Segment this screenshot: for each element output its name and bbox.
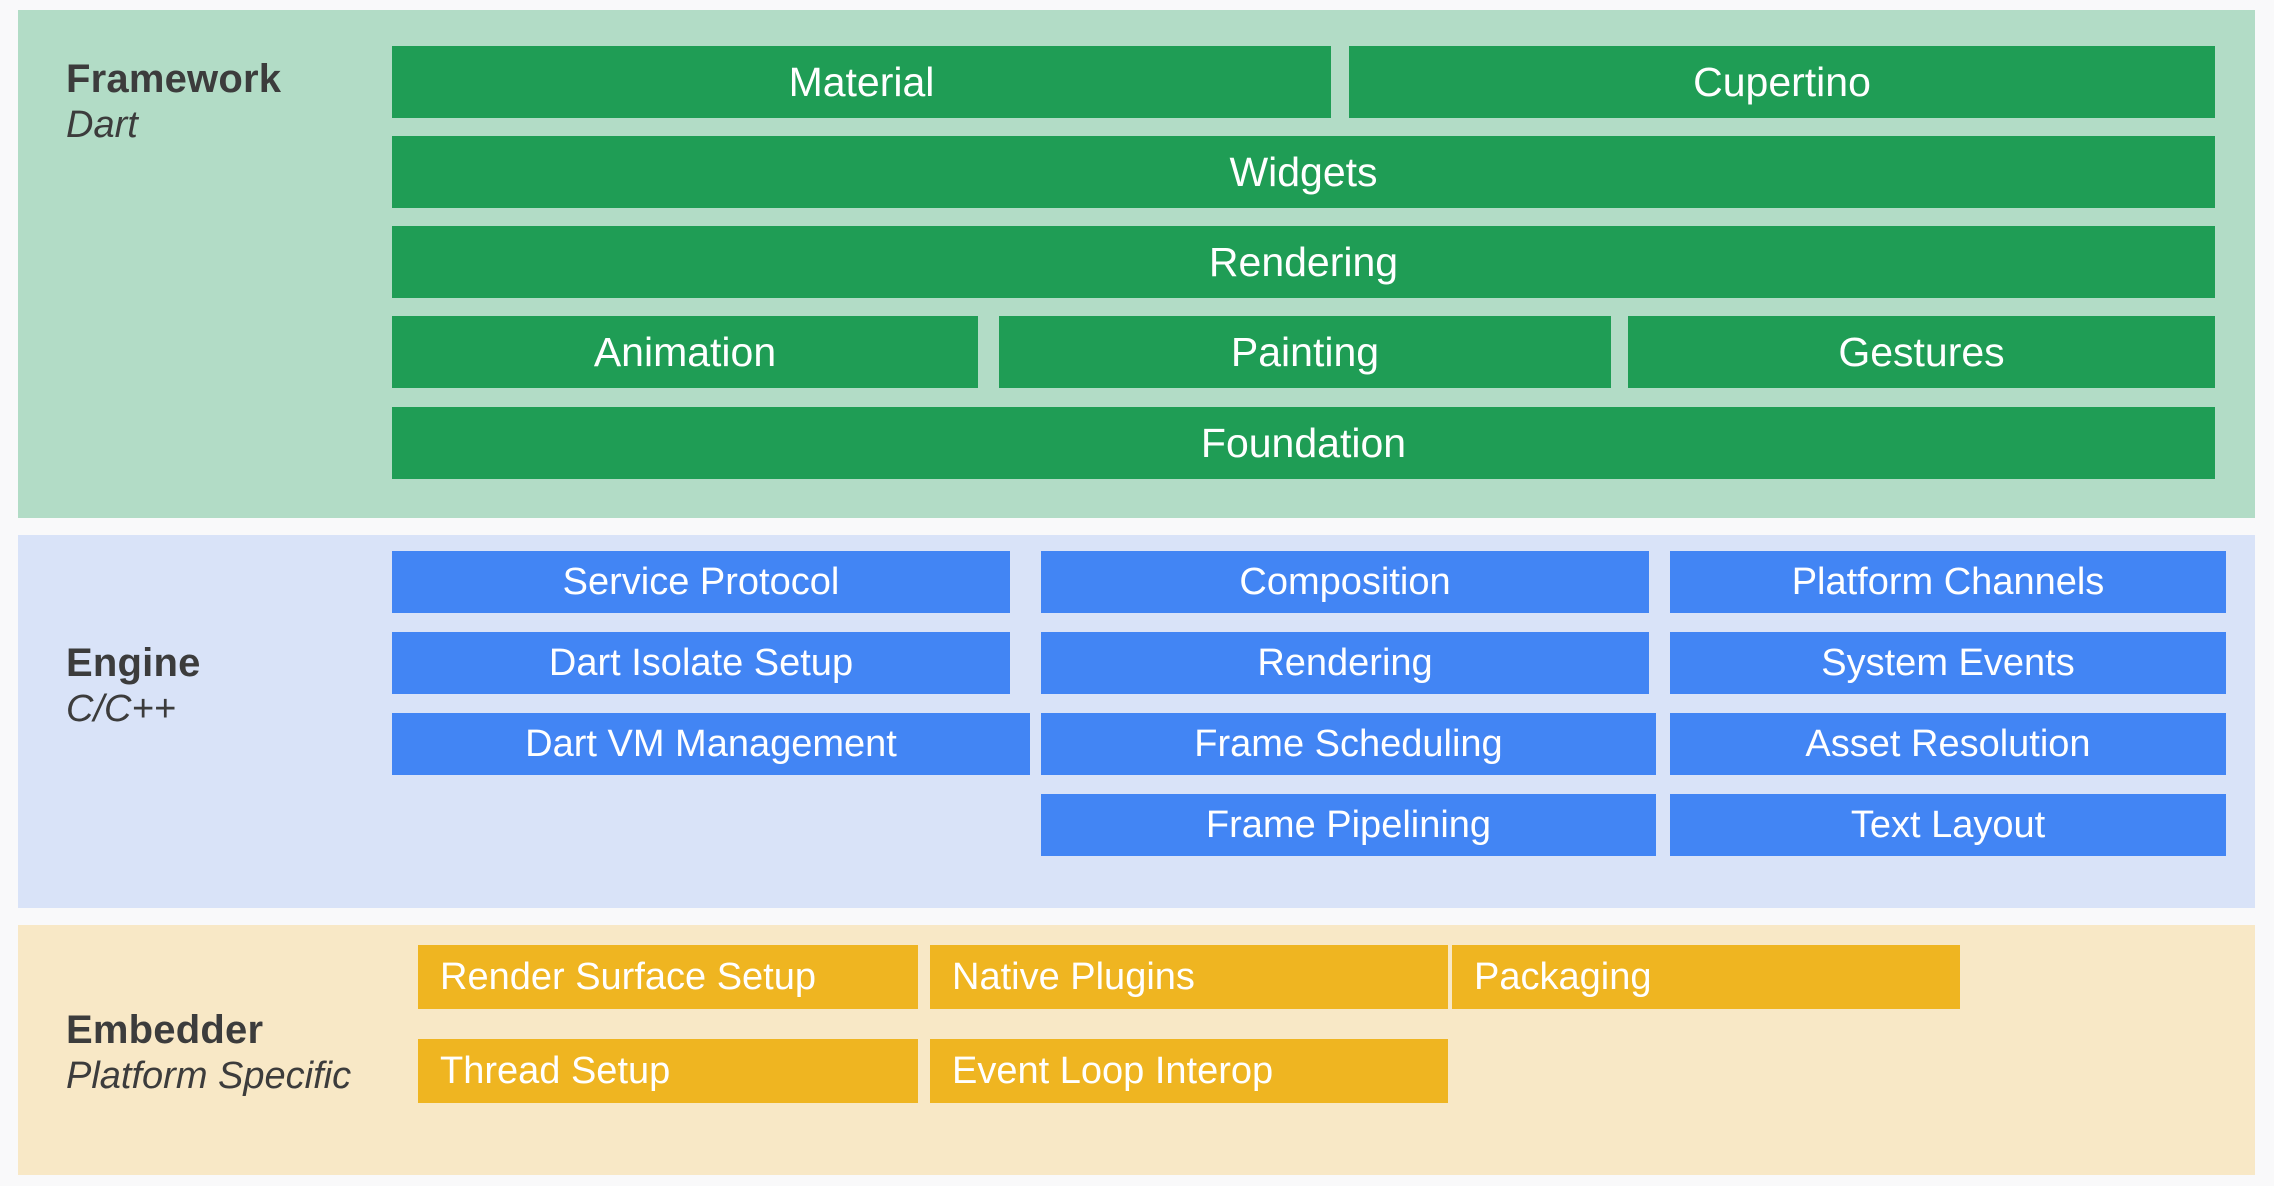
box-foundation[interactable]: Foundation	[392, 407, 2215, 479]
box-widgets[interactable]: Widgets	[392, 136, 2215, 208]
box-system-events-label: System Events	[1821, 641, 2075, 684]
box-service-protocol[interactable]: Service Protocol	[392, 551, 1010, 613]
box-animation-label: Animation	[593, 328, 777, 375]
box-animation[interactable]: Animation	[392, 316, 978, 388]
layer-engine: Engine C/C++ Service Protocol Dart Isola…	[18, 535, 2255, 908]
box-system-events[interactable]: System Events	[1670, 632, 2226, 694]
box-rendering-framework-label: Rendering	[1208, 238, 1399, 285]
layer-framework-language: Dart	[66, 104, 138, 147]
box-packaging-label: Packaging	[1474, 955, 1652, 998]
box-composition-label: Composition	[1239, 560, 1451, 603]
box-frame-scheduling-label: Frame Scheduling	[1194, 722, 1503, 765]
box-render-surface-setup[interactable]: Render Surface Setup	[418, 945, 918, 1009]
box-render-surface-setup-label: Render Surface Setup	[440, 955, 817, 998]
box-rendering-framework[interactable]: Rendering	[392, 226, 2215, 298]
box-composition[interactable]: Composition	[1041, 551, 1649, 613]
box-widgets-label: Widgets	[1229, 148, 1378, 195]
box-rendering-engine[interactable]: Rendering	[1041, 632, 1649, 694]
box-asset-resolution[interactable]: Asset Resolution	[1670, 713, 2226, 775]
layer-engine-label: Engine C/C++	[66, 640, 201, 732]
box-foundation-label: Foundation	[1200, 419, 1407, 466]
box-frame-pipelining-label: Frame Pipelining	[1205, 803, 1492, 846]
box-event-loop-interop[interactable]: Event Loop Interop	[930, 1039, 1448, 1103]
box-painting[interactable]: Painting	[999, 316, 1611, 388]
box-platform-channels-label: Platform Channels	[1791, 560, 2105, 603]
box-dart-isolate-setup[interactable]: Dart Isolate Setup	[392, 632, 1010, 694]
box-frame-pipelining[interactable]: Frame Pipelining	[1041, 794, 1656, 856]
layer-framework-label: Framework Dart	[66, 56, 281, 148]
layer-engine-title: Engine	[66, 641, 201, 685]
box-thread-setup-label: Thread Setup	[440, 1049, 671, 1092]
layer-engine-language: C/C++	[66, 688, 176, 731]
box-service-protocol-label: Service Protocol	[562, 560, 840, 603]
layer-embedder: Embedder Platform Specific Render Surfac…	[18, 925, 2255, 1175]
layer-embedder-label: Embedder Platform Specific	[66, 1007, 351, 1099]
box-rendering-engine-label: Rendering	[1257, 641, 1433, 684]
box-material[interactable]: Material	[392, 46, 1331, 118]
box-gestures-label: Gestures	[1838, 328, 2005, 375]
box-packaging[interactable]: Packaging	[1452, 945, 1960, 1009]
box-dart-isolate-setup-label: Dart Isolate Setup	[548, 641, 854, 684]
layer-embedder-language: Platform Specific	[66, 1055, 352, 1098]
box-native-plugins-label: Native Plugins	[952, 955, 1195, 998]
layer-embedder-title: Embedder	[66, 1008, 264, 1052]
box-gestures[interactable]: Gestures	[1628, 316, 2215, 388]
box-native-plugins[interactable]: Native Plugins	[930, 945, 1448, 1009]
box-painting-label: Painting	[1230, 328, 1380, 375]
box-material-label: Material	[788, 58, 935, 105]
box-cupertino[interactable]: Cupertino	[1349, 46, 2215, 118]
box-thread-setup[interactable]: Thread Setup	[418, 1039, 918, 1103]
box-platform-channels[interactable]: Platform Channels	[1670, 551, 2226, 613]
box-dart-vm-management[interactable]: Dart VM Management	[392, 713, 1030, 775]
layer-framework: Framework Dart Material Cupertino Widget…	[18, 10, 2255, 518]
box-dart-vm-management-label: Dart VM Management	[525, 722, 897, 765]
box-text-layout-label: Text Layout	[1850, 803, 2046, 846]
box-frame-scheduling[interactable]: Frame Scheduling	[1041, 713, 1656, 775]
box-text-layout[interactable]: Text Layout	[1670, 794, 2226, 856]
box-cupertino-label: Cupertino	[1693, 58, 1871, 105]
box-event-loop-interop-label: Event Loop Interop	[952, 1049, 1274, 1092]
box-asset-resolution-label: Asset Resolution	[1805, 722, 2091, 765]
layer-framework-title: Framework	[66, 57, 282, 101]
